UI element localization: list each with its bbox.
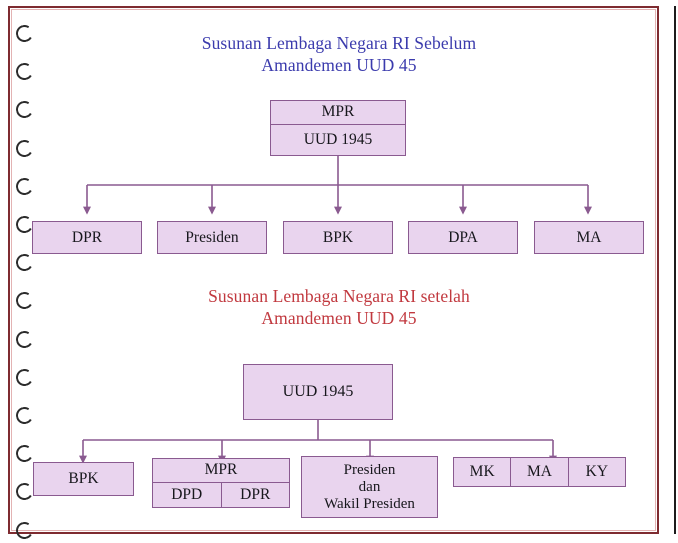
node-presiden-wakil[interactable]: Presiden dan Wakil Presiden [301,456,438,518]
node-mpr-2[interactable]: MPR DPD DPR [152,458,290,508]
node-uud-root[interactable]: UUD 1945 [243,364,393,420]
node-uud-root-label: UUD 1945 [282,383,354,400]
node-mpr-2-header: MPR [153,459,289,483]
page-edge-line [674,6,676,534]
node-judiciary-cell-ma[interactable]: MA [511,458,569,486]
node-presiden-label: Presiden [185,228,239,246]
node-presiden[interactable]: Presiden [157,221,267,254]
node-mpr-root-sub: UUD 1945 [303,131,373,148]
diagram-top-title-line2: Amandemen UUD 45 [261,55,417,75]
node-judiciary-cell-ky[interactable]: KY [585,463,609,480]
node-bpk-2[interactable]: BPK [33,462,134,496]
node-dpr-label: DPR [71,228,103,246]
node-ma[interactable]: MA [534,221,644,254]
diagram-bottom-title-line1: Susunan Lembaga Negara RI setelah [208,286,470,306]
node-dpa-label: DPA [448,228,478,246]
diagram-bottom-title: Susunan Lembaga Negara RI setelah Amande… [0,285,678,329]
node-mpr-root[interactable]: MPR UUD 1945 [270,100,406,156]
diagram-top-title: Susunan Lembaga Negara RI Sebelum Amande… [0,32,678,76]
node-presiden-wakil-line1: Presiden [343,461,396,478]
node-presiden-wakil-line2: dan [358,478,381,495]
node-presiden-wakil-line3: Wakil Presiden [324,495,415,512]
diagram-top-title-line1: Susunan Lembaga Negara RI Sebelum [201,33,477,53]
node-judiciary-cell-mk[interactable]: MK [454,458,512,486]
node-dpa[interactable]: DPA [408,221,518,254]
node-ma-label: MA [576,228,602,246]
node-bpk[interactable]: BPK [283,221,393,254]
node-mpr-2-cell-dpd[interactable]: DPD [153,483,222,507]
diagram-bottom-title-line2: Amandemen UUD 45 [261,308,417,328]
node-bpk-2-label: BPK [68,470,99,487]
node-bpk-label: BPK [322,228,354,246]
node-mpr-root-header: MPR [271,101,405,125]
node-dpr[interactable]: DPR [32,221,142,254]
node-judiciary[interactable]: MK MA KY [453,457,626,487]
page-frame-inner [11,9,656,531]
node-mpr-2-cell-dpr[interactable]: DPR [240,486,271,503]
